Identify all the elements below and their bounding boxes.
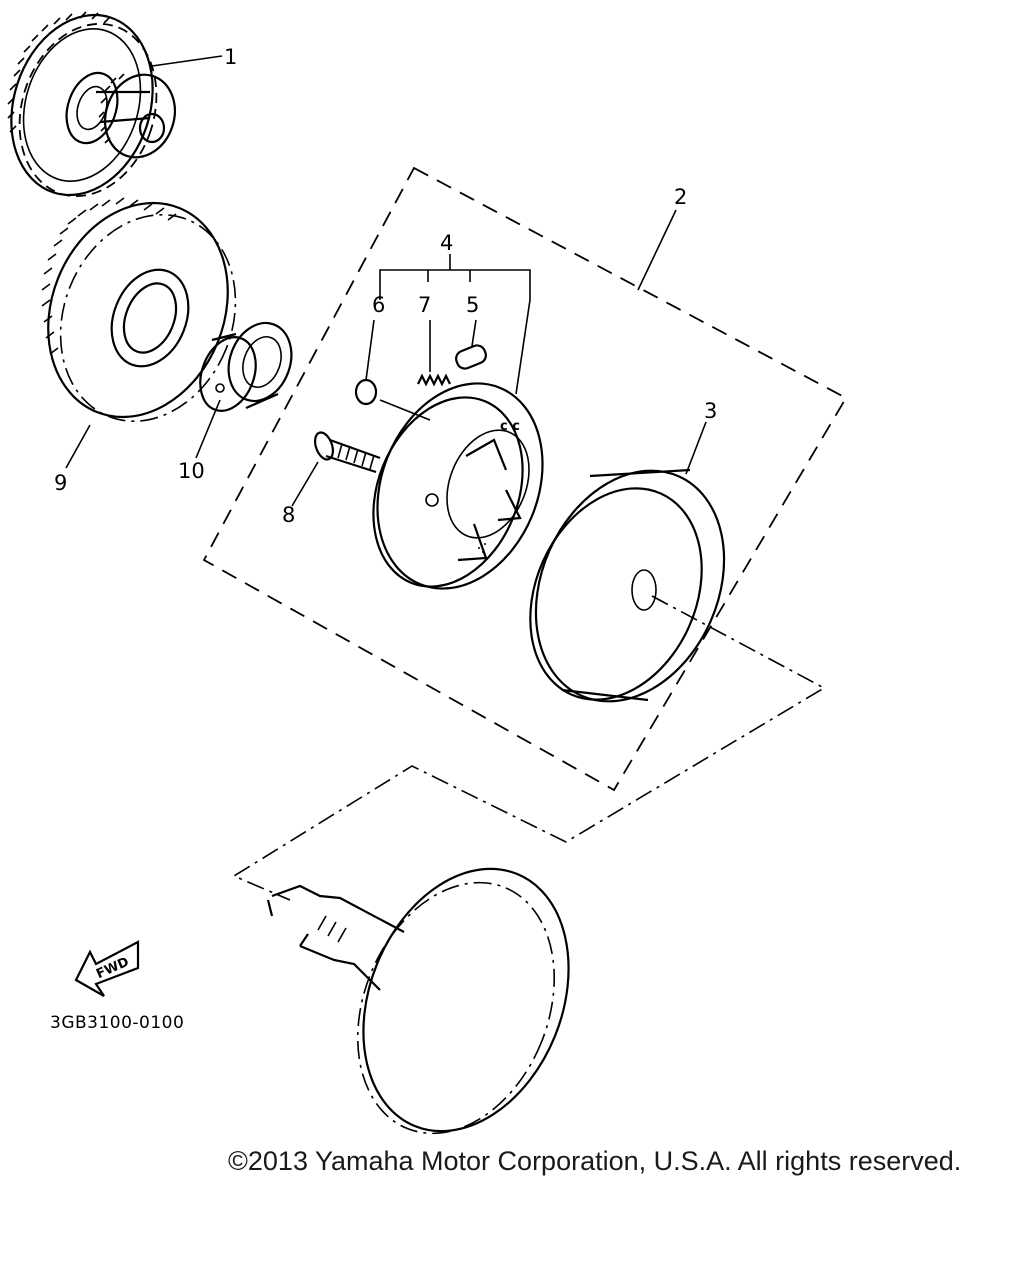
part-8-screw bbox=[291, 431, 381, 507]
callout-7: 7 bbox=[418, 293, 431, 317]
part-5-roller bbox=[455, 319, 487, 370]
parts-diagram: c c FWD 1 2 3 4 5 6 7 8 9 10 3GB3100 bbox=[7, 11, 848, 1135]
callout-9: 9 bbox=[54, 471, 67, 495]
drawing-code: 3GB3100-0100 bbox=[50, 1013, 184, 1033]
callout-3: 3 bbox=[704, 399, 717, 423]
part-6-pin bbox=[354, 319, 378, 406]
callout-5: 5 bbox=[466, 293, 479, 317]
centerline bbox=[232, 595, 826, 901]
part-7-spring bbox=[417, 320, 451, 387]
fwd-arrow-icon: FWD bbox=[74, 940, 140, 997]
assembly-2-boundary bbox=[202, 166, 848, 792]
part-1-idler-gear bbox=[7, 11, 223, 198]
callout-10: 10 bbox=[178, 459, 205, 483]
callout-1: 1 bbox=[224, 45, 237, 69]
svg-text:c c: c c bbox=[500, 419, 520, 434]
callout-6: 6 bbox=[372, 293, 385, 317]
callout-4: 4 bbox=[440, 231, 453, 255]
copyright-notice: ©2013 Yamaha Motor Corporation, U.S.A. A… bbox=[228, 1146, 962, 1176]
callout-8: 8 bbox=[282, 503, 295, 527]
callout-2: 2 bbox=[674, 185, 687, 209]
part-9-starter-wheel-gear bbox=[41, 197, 237, 469]
crankshaft bbox=[266, 867, 570, 1135]
part-4-bracket bbox=[379, 254, 531, 395]
part-10-bearing-sleeve bbox=[195, 321, 293, 459]
clutch-body: c c bbox=[372, 382, 544, 590]
part-3-starter-wheel bbox=[529, 421, 726, 703]
